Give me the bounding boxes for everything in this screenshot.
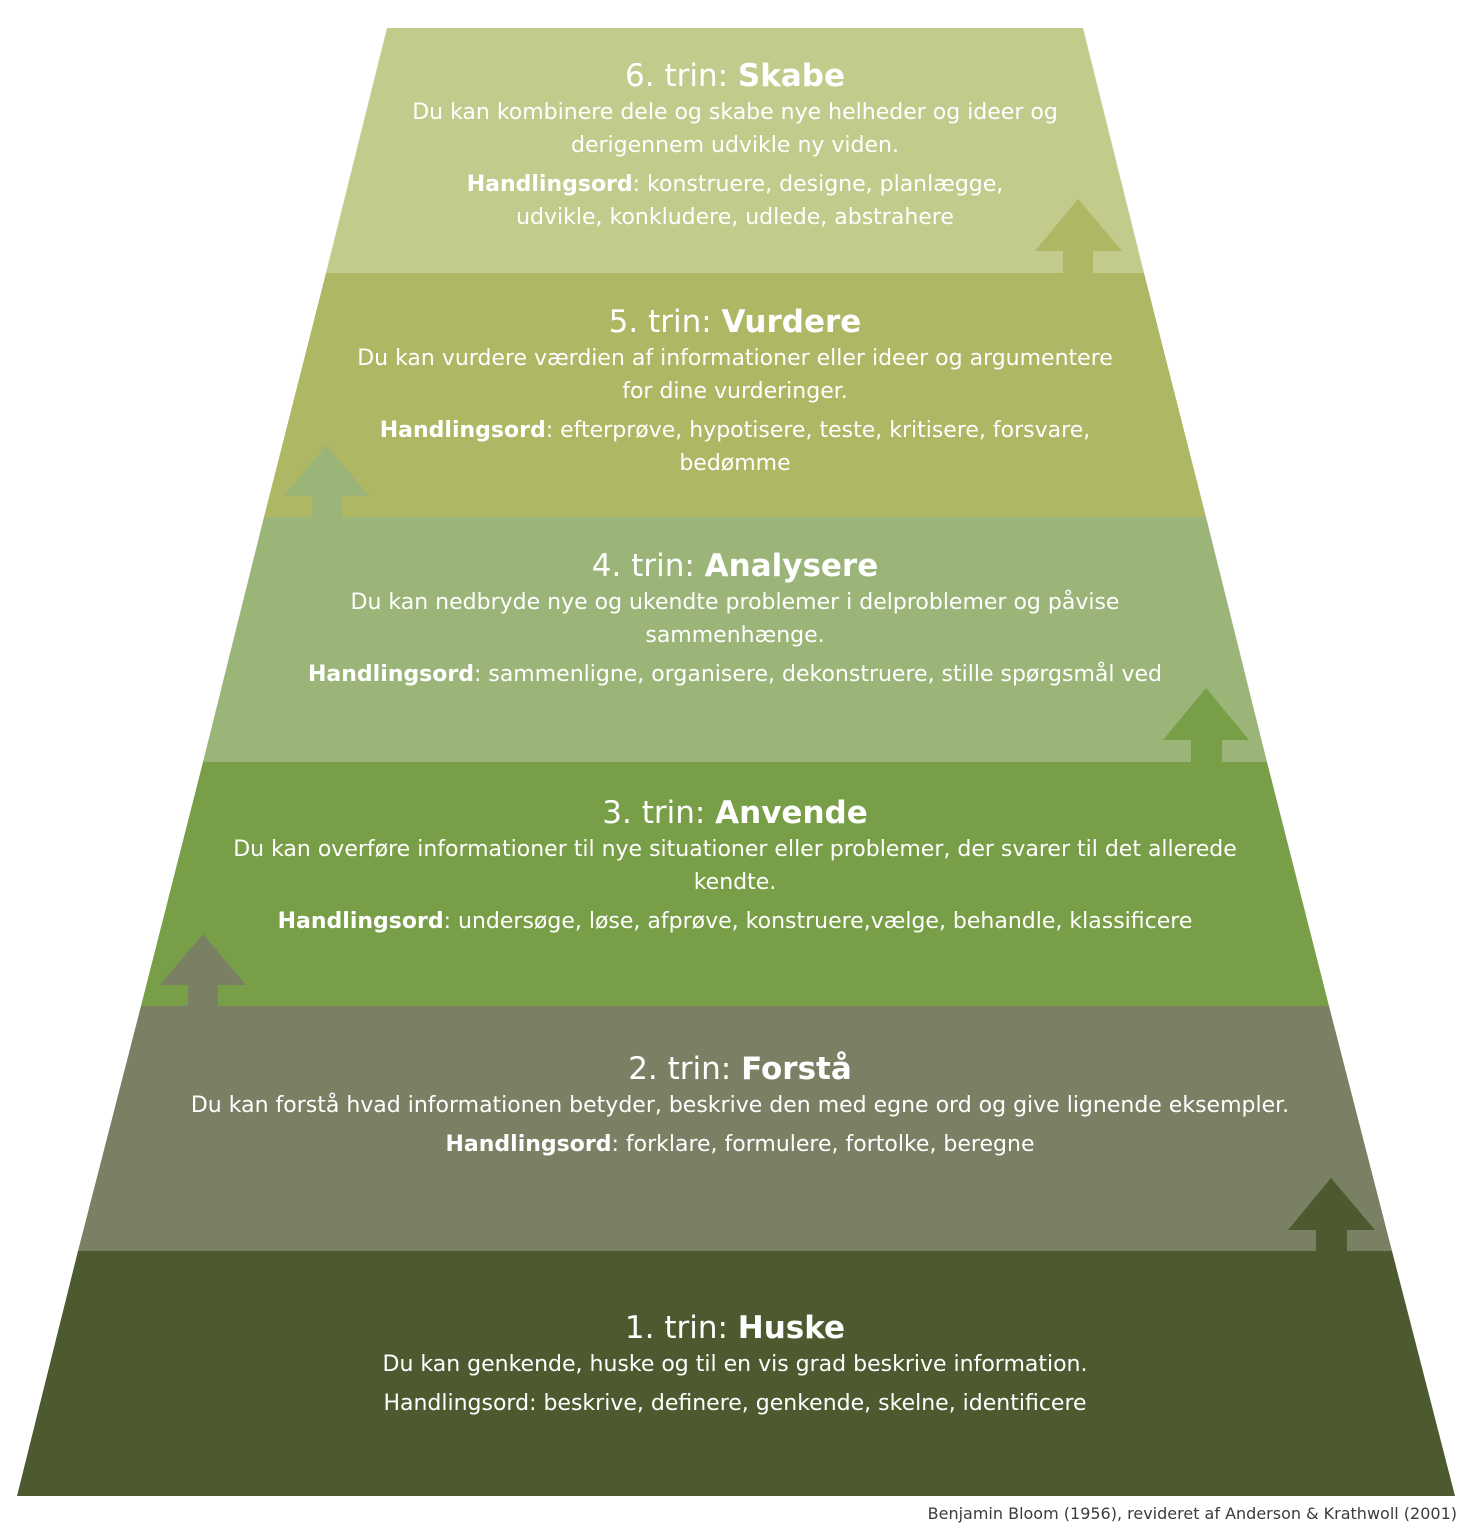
level-2: 2. trin: Forstå Du kan forstå hvad infor… [180, 1049, 1300, 1161]
up-arrow-icon [1163, 688, 1249, 762]
level-description: Du kan vurdere værdien af informationer … [357, 346, 1113, 404]
level-4: 4. trin: Analysere Du kan nedbryde nye o… [290, 546, 1180, 691]
level-verbs: Handlingsord: undersøge, løse, afprøve, … [277, 909, 1193, 934]
level-title: 3. trin: Anvende [602, 795, 868, 831]
level-5: 5. trin: Vurdere Du kan vurdere værdien … [345, 302, 1125, 480]
level-verbs: Handlingsord: forklare, formulere, forto… [445, 1132, 1035, 1157]
level-title: 2. trin: Forstå [628, 1051, 852, 1087]
level-3-band [141, 762, 1329, 1006]
level-description: Du kan genkende, huske og til en vis gra… [382, 1352, 1088, 1377]
level-1-band [17, 1251, 1455, 1496]
level-description: Du kan nedbryde nye og ukendte problemer… [350, 590, 1120, 648]
up-arrow-icon [160, 934, 246, 1006]
level-4-band [203, 517, 1267, 762]
level-3: 3. trin: Anvende Du kan overføre informa… [200, 793, 1270, 938]
level-title: 1. trin: Huske [624, 1310, 846, 1346]
level-2-band [78, 1006, 1392, 1251]
level-6: 6. trin: Skabe Du kan kombinere dele og … [390, 56, 1080, 234]
level-title: 5. trin: Vurdere [608, 304, 862, 340]
level-verbs: Handlingsord: beskrive, definere, genken… [383, 1391, 1087, 1416]
level-1: 1. trin: Huske Du kan genkende, huske og… [170, 1308, 1300, 1420]
up-arrow-icon [1035, 199, 1122, 273]
level-verbs: Handlingsord: sammenligne, organisere, d… [307, 662, 1163, 687]
level-5-band [264, 273, 1206, 517]
up-arrow-icon [1288, 1178, 1375, 1251]
level-6-band [326, 28, 1144, 273]
level-title: 6. trin: Skabe [625, 58, 845, 94]
level-verbs: Handlingsord: konstruere, designe, planl… [466, 172, 1004, 230]
level-description: Du kan kombinere dele og skabe nye helhe… [412, 100, 1058, 158]
source-caption: Benjamin Bloom (1956), revideret af Ande… [927, 1504, 1457, 1523]
level-verbs: Handlingsord: efterprøve, hypotisere, te… [379, 418, 1091, 476]
up-arrow-icon [284, 445, 369, 517]
level-title: 4. trin: Analysere [591, 548, 879, 584]
level-description: Du kan forstå hvad informationen betyder… [190, 1093, 1290, 1118]
level-description: Du kan overføre informationer til nye si… [233, 837, 1237, 895]
